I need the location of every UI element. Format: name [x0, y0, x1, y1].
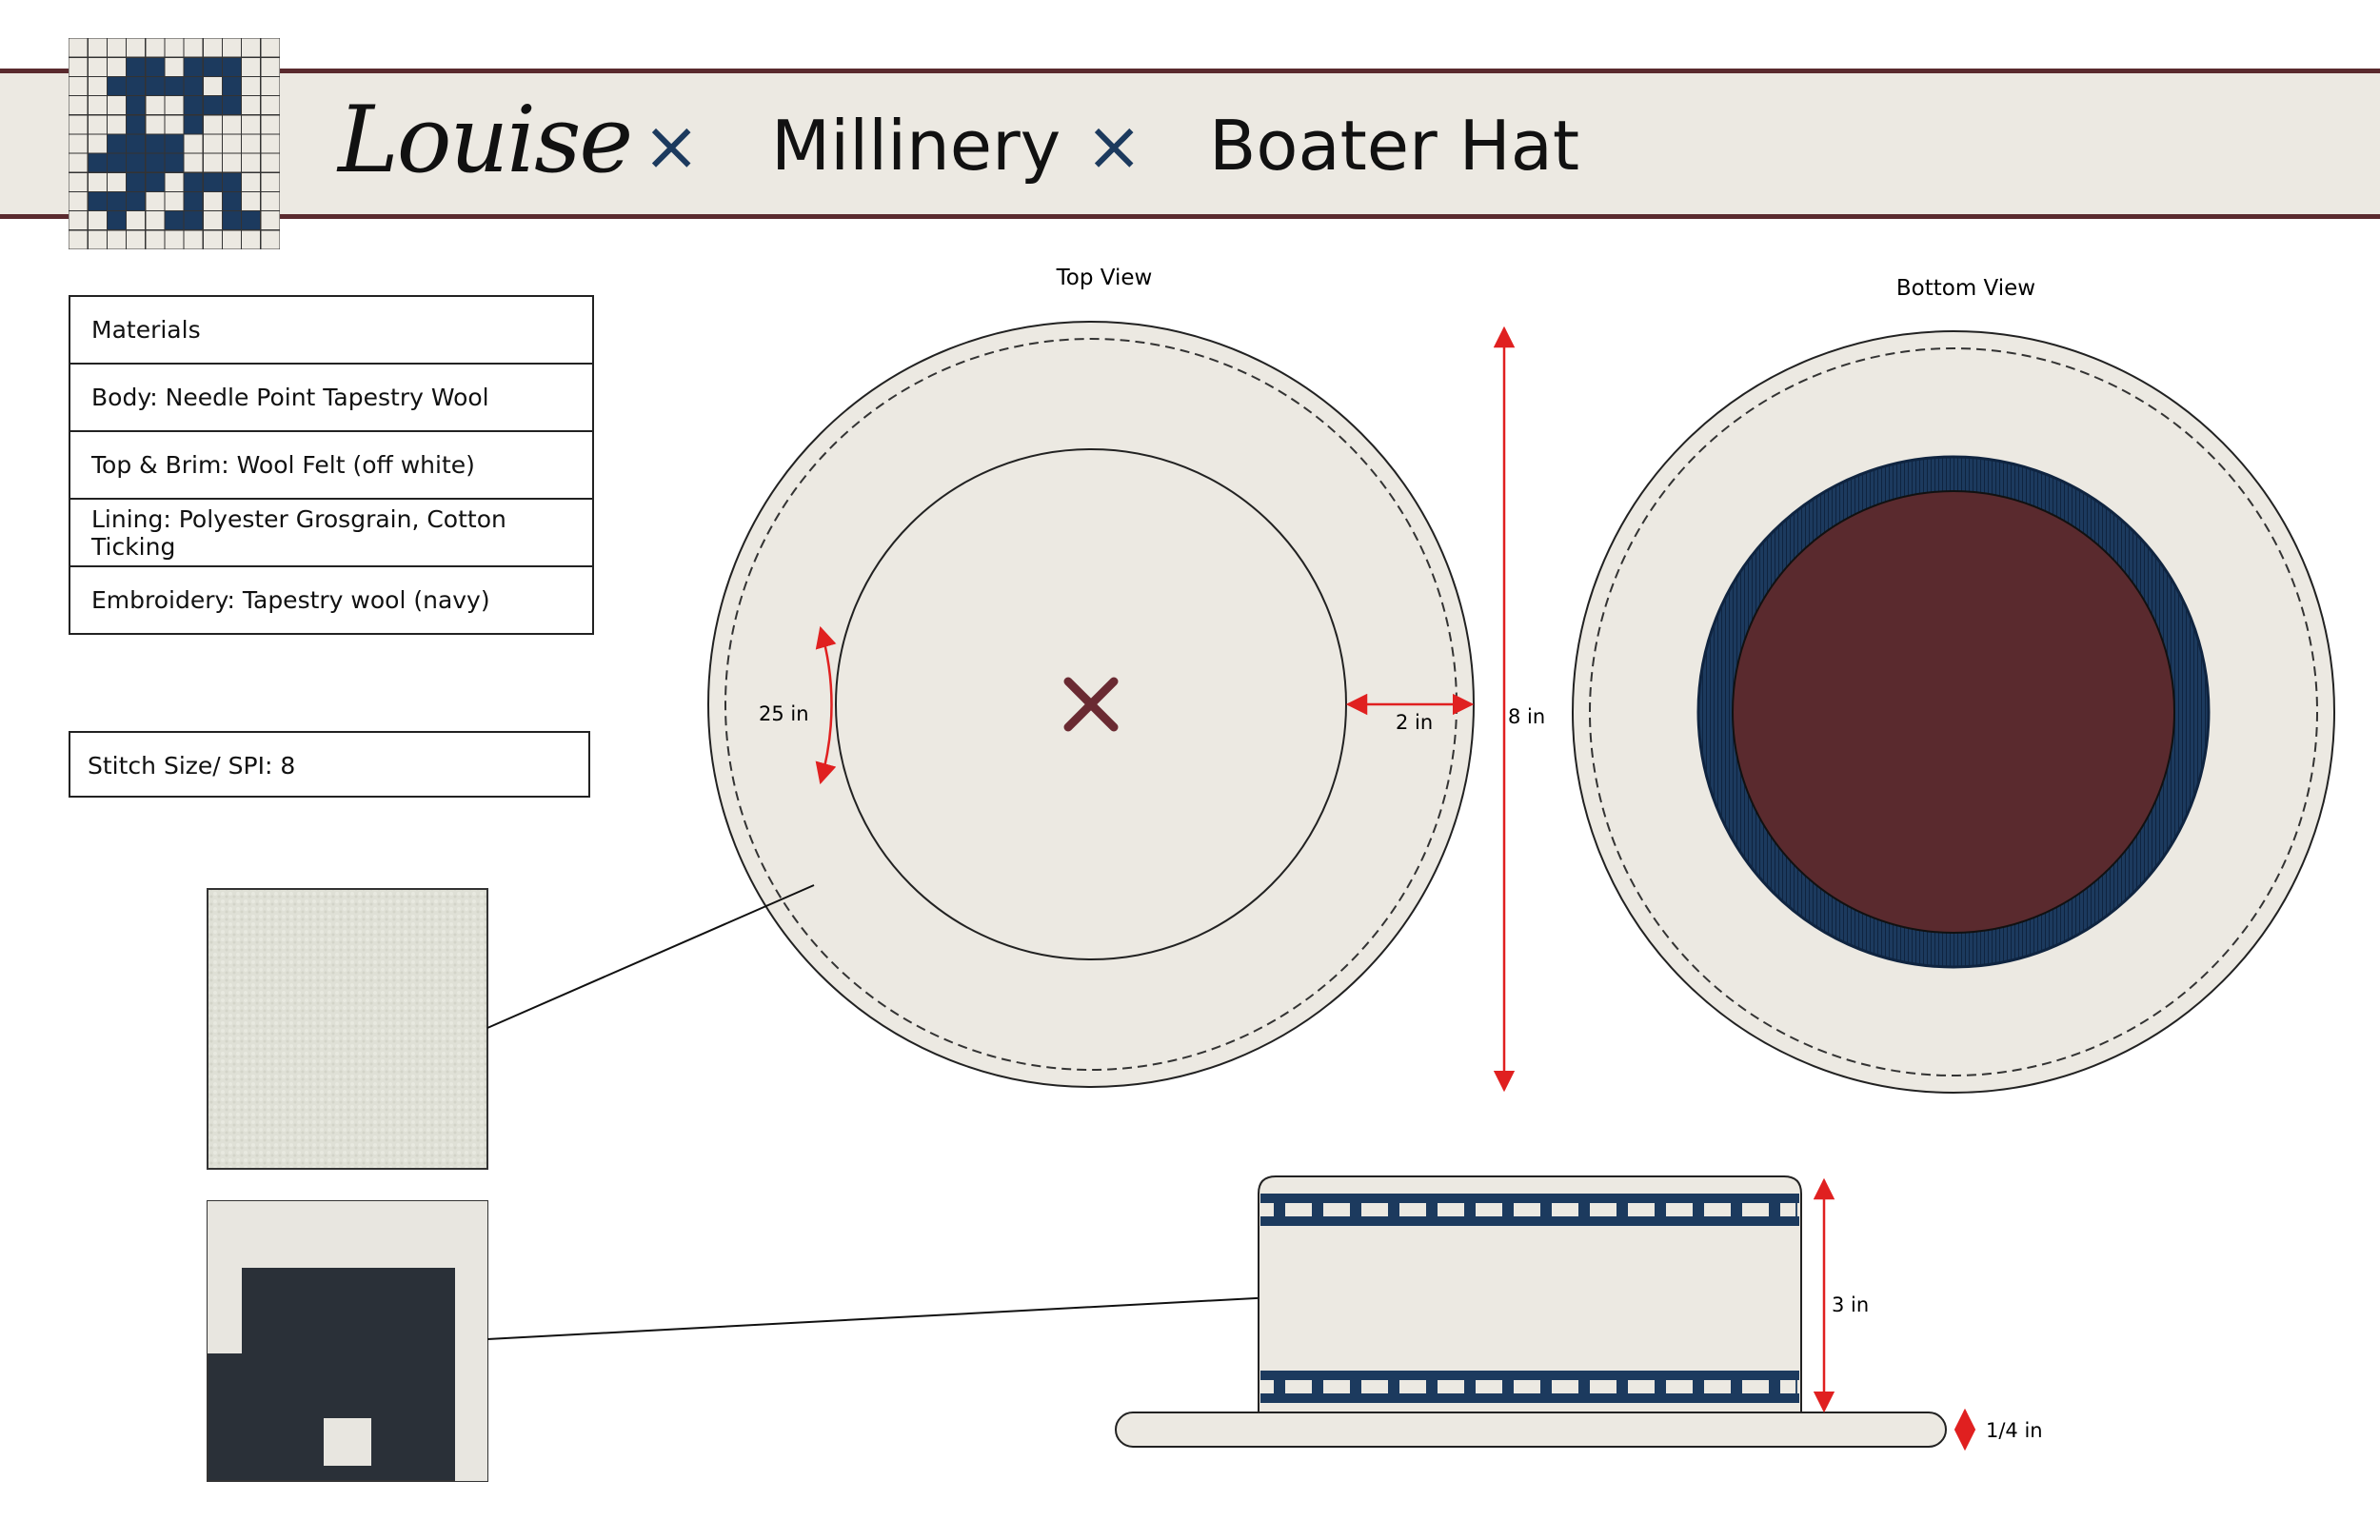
circumference-arrow — [815, 625, 837, 785]
separator-2: × — [1085, 106, 1143, 186]
materials-heading: Materials — [69, 295, 594, 365]
separator-1: × — [643, 106, 701, 186]
felt-swatch — [207, 888, 488, 1170]
embroidery-band-top — [1260, 1194, 1799, 1226]
bottom-view-stitch-line — [1589, 347, 2318, 1076]
lining-interior — [1732, 490, 2175, 934]
needlepoint-callout-line — [486, 1295, 1292, 1340]
stitch-size-box: Stitch Size/ SPI: 8 — [69, 731, 590, 798]
product-title: Boater Hat — [1209, 106, 1580, 186]
needlepoint-swatch — [207, 1200, 488, 1482]
felt-callout-line — [486, 884, 815, 1029]
center-x-mark — [1063, 677, 1119, 732]
material-row-top-brim: Top & Brim: Wool Felt (off white) — [69, 430, 594, 500]
brand-name: Louise — [338, 87, 633, 193]
title-banner — [0, 69, 2380, 219]
material-row-lining: Lining: Polyester Grosgrain, Cotton Tick… — [69, 498, 594, 567]
brim-width-label: 2 in — [1396, 711, 1433, 734]
crown-height-label: 3 in — [1832, 1293, 1869, 1316]
side-view-crown — [1258, 1175, 1802, 1413]
circumference-label: 25 in — [759, 702, 809, 725]
embroidery-band-bottom — [1260, 1371, 1799, 1403]
material-row-body: Body: Needle Point Tapestry Wool — [69, 363, 594, 432]
materials-table: Materials Body: Needle Point Tapestry Wo… — [69, 295, 594, 635]
brim-thickness-label: 1/4 in — [1986, 1419, 2043, 1442]
material-row-embroidery: Embroidery: Tapestry wool (navy) — [69, 565, 594, 635]
category-title: Millinery — [771, 106, 1061, 186]
louise-monogram-logo — [69, 38, 280, 249]
side-view-brim — [1115, 1412, 1947, 1448]
bottom-view-label: Bottom View — [1896, 276, 2035, 301]
diameter-label: 8 in — [1508, 705, 1545, 728]
top-view-label: Top View — [1056, 266, 1153, 290]
